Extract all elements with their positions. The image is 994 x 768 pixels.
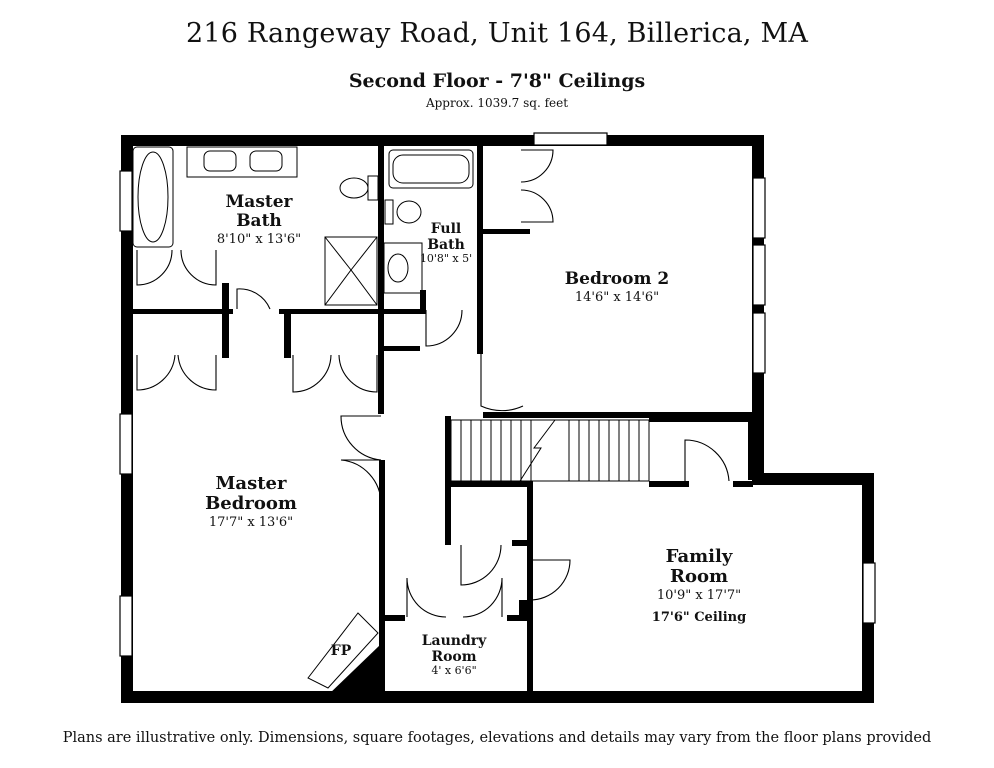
- laundry-room-name-1: Laundry: [422, 633, 487, 649]
- full-bath-dims: 10'8" x 5': [420, 252, 472, 265]
- fireplace-label: FP: [331, 643, 352, 659]
- windows: [119, 132, 876, 657]
- interior-walls: [133, 146, 754, 703]
- plan-address-title: 216 Rangeway Road, Unit 164, Billerica, …: [185, 18, 809, 49]
- bathtub-icon: [132, 146, 174, 248]
- fixtures: [132, 146, 474, 306]
- square-footage: Approx. 1039.7 sq. feet: [425, 96, 569, 110]
- master-bath-name-2: Bath: [236, 211, 282, 231]
- laundry-room-dims: 4' x 6'6": [431, 664, 476, 677]
- toilet-icon: [339, 177, 369, 199]
- master-bedroom-dims: 17'7" x 13'6": [209, 515, 293, 530]
- laundry-room-name-2: Room: [431, 649, 476, 665]
- full-bath-sink-icon: [383, 242, 423, 294]
- floor-title: Second Floor - 7'8" Ceilings: [348, 70, 646, 92]
- full-bath-name-2: Bath: [427, 237, 465, 253]
- family-room-name-1: Family: [666, 546, 733, 567]
- bedroom2-name: Bedroom 2: [565, 269, 669, 289]
- wall-top: [121, 135, 764, 146]
- room-labels: Master Bath 8'10" x 13'6" Full Bath 10'8…: [205, 192, 746, 677]
- wall-family-top-right: [752, 473, 874, 485]
- shower-icon: [324, 236, 378, 306]
- master-bedroom-name-1: Master: [216, 473, 287, 494]
- plan-disclaimer: Plans are illustrative only. Dimensions,…: [62, 730, 932, 746]
- master-bath-dims: 8'10" x 13'6": [217, 232, 301, 247]
- family-room-ceiling-note: 17'6" Ceiling: [652, 610, 746, 625]
- bedroom2-dims: 14'6" x 14'6": [575, 290, 659, 305]
- family-room-name-2: Room: [670, 566, 728, 587]
- fireplace: FP: [307, 612, 380, 696]
- master-bath-name-1: Master: [225, 192, 293, 212]
- doors: [136, 149, 730, 618]
- stairs: [450, 419, 650, 482]
- wall-bottom: [121, 691, 874, 703]
- full-bath-toilet-icon: [396, 200, 422, 224]
- family-room-dims: 10'9" x 17'7": [657, 588, 741, 603]
- full-bath-tub-icon: [388, 149, 474, 189]
- master-bedroom-name-2: Bedroom: [205, 493, 297, 514]
- vanity-icon: [186, 146, 298, 178]
- full-bath-name-1: Full: [431, 221, 462, 237]
